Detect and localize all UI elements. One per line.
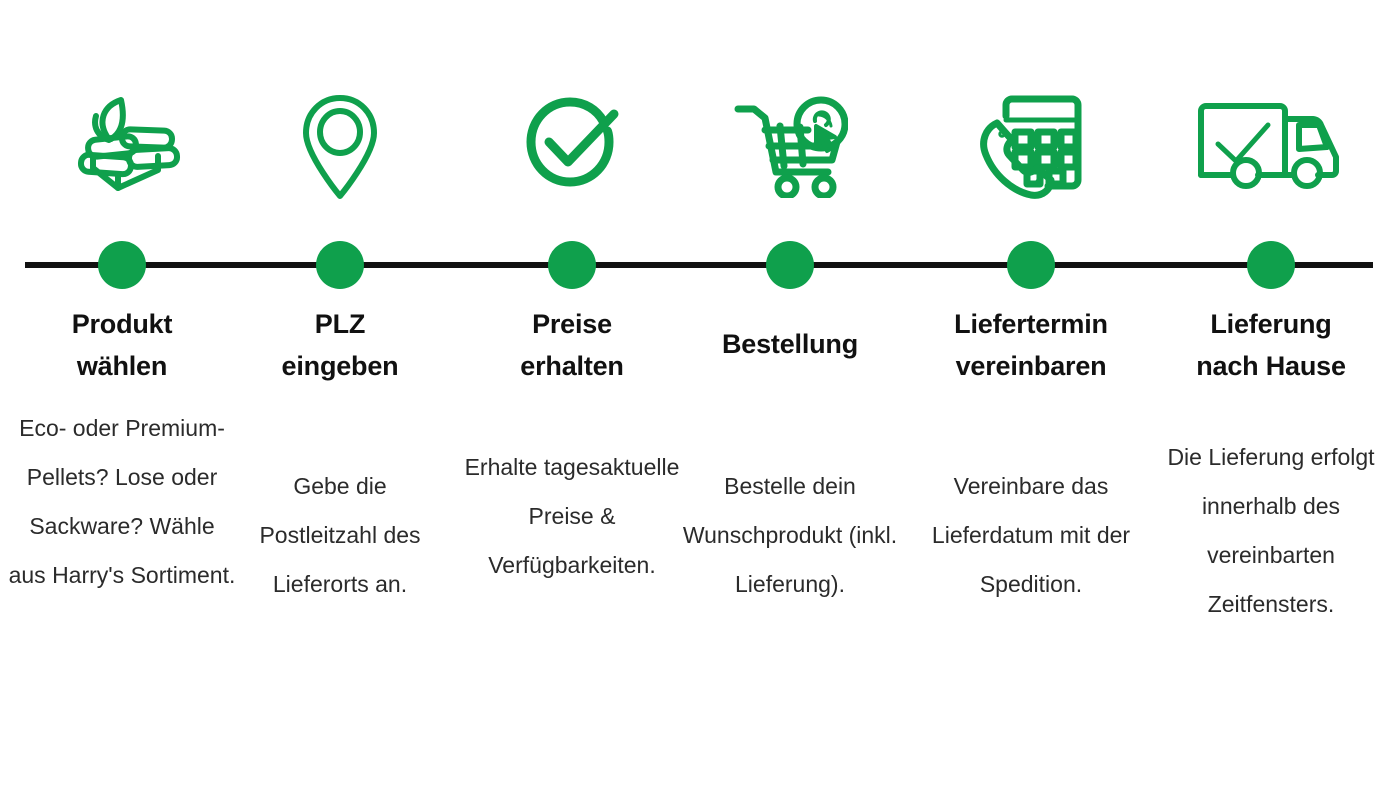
map-pin-icon <box>232 92 448 202</box>
step-description-5: Vereinbare das Lieferdatum mit der Spedi… <box>931 473 1131 597</box>
check-circle-icon <box>464 92 680 202</box>
timeline-step-5: Liefertermin vereinbaren Vereinbare das … <box>923 0 1139 788</box>
step-description-1: Eco- oder Premium-Pellets? Lose oder Sac… <box>8 415 236 588</box>
step-title-4: Bestellung <box>721 329 859 359</box>
timeline-node-dot-2 <box>316 241 364 289</box>
timeline-node-dot-6 <box>1247 241 1295 289</box>
timeline-step-2: PLZ eingeben Gebe die Postleitzahl des L… <box>232 0 448 788</box>
phone-calendar-icon <box>923 92 1139 202</box>
step-description-2: Gebe die Postleitzahl des Lieferorts an. <box>259 473 421 597</box>
timeline-node-dot-1 <box>98 241 146 289</box>
pellets-with-leaf-icon <box>14 92 230 202</box>
delivery-truck-check-icon <box>1163 92 1379 202</box>
timeline-node-dot-4 <box>766 241 814 289</box>
timeline-step-3: Preise erhalten Erhalte tagesaktuelle Pr… <box>464 0 680 788</box>
step-title-1: Produkt wählen <box>71 309 173 381</box>
step-description-6: Die Lieferung erfolgt innerhalb des vere… <box>1167 444 1375 617</box>
timeline-node-dot-5 <box>1007 241 1055 289</box>
step-title-6: Lieferung nach Hause <box>1196 309 1346 381</box>
timeline-step-1: Produkt wählen Eco- oder Premium-Pellets… <box>9 0 235 788</box>
timeline-step-6: Lieferung nach Hause Die Lieferung erfol… <box>1163 0 1379 788</box>
timeline-node-dot-3 <box>548 241 596 289</box>
timeline-axis-line <box>25 262 1373 268</box>
step-description-3: Erhalte tagesaktuelle Preise & Verfügbar… <box>464 454 680 578</box>
step-description-4: Bestelle dein Wunschprodukt (inkl. Liefe… <box>682 473 898 597</box>
step-title-3: Preise erhalten <box>520 309 624 381</box>
step-title-5: Liefertermin vereinbaren <box>954 309 1108 381</box>
shopping-cart-click-icon <box>682 92 898 202</box>
step-title-2: PLZ eingeben <box>281 309 399 381</box>
timeline-step-4: Bestellung Bestelle dein Wunschprodukt (… <box>682 0 898 788</box>
